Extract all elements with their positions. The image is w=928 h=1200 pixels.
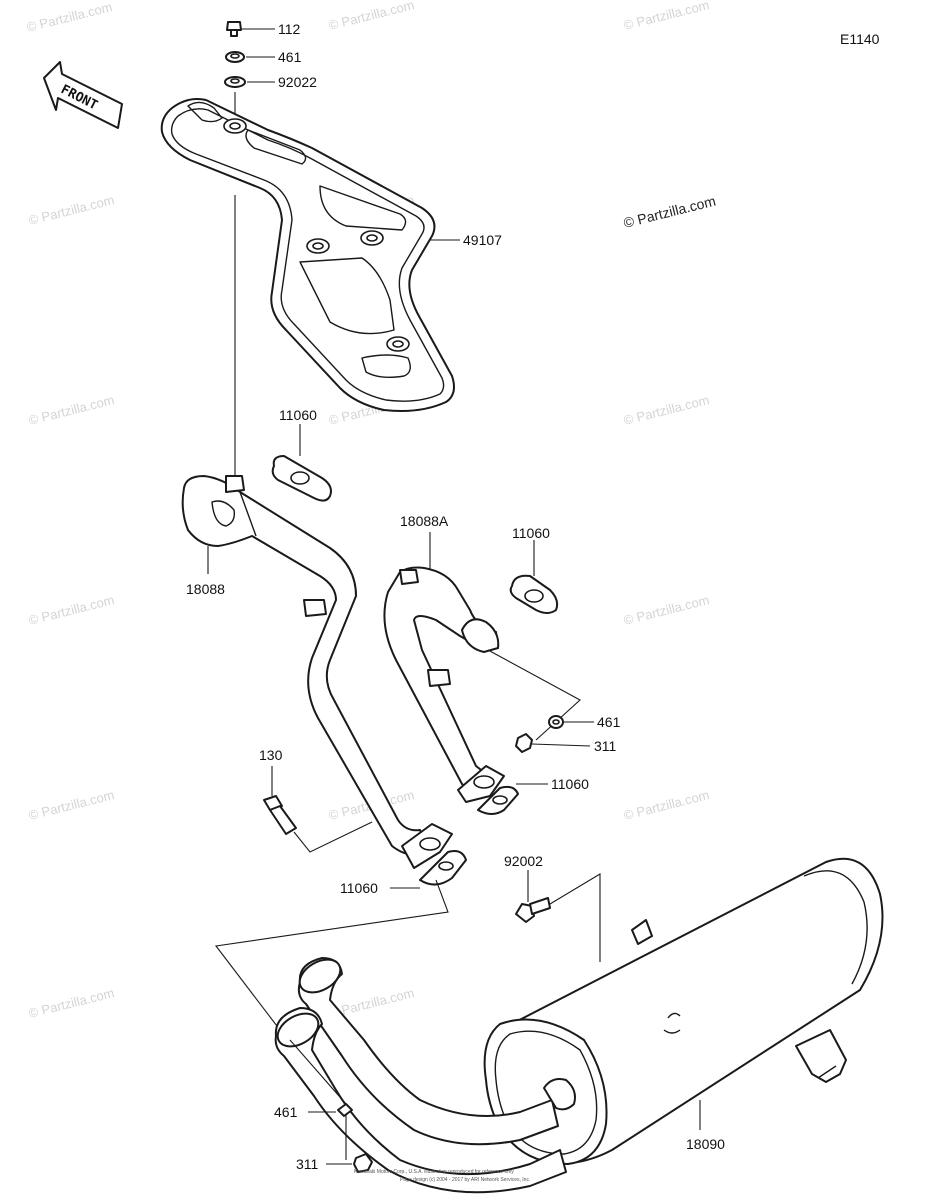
watermark: © Partzilla.com [27, 985, 116, 1021]
watermark: © Partzilla.com [27, 392, 116, 428]
watermark: © Partzilla.com [622, 392, 711, 428]
watermark: © Partzilla.com [622, 787, 711, 823]
gasket-11060-upper-right [509, 574, 559, 614]
watermark: © Partzilla.com [327, 0, 416, 33]
label-311-mid: 311 [594, 738, 617, 754]
exhaust-pipe-18088A [383, 566, 505, 803]
washer-461-top [225, 51, 245, 63]
muffler-inlet-pipes [274, 957, 576, 1194]
label-92002: 92002 [504, 853, 543, 869]
washer-92022 [224, 76, 246, 88]
label-11060-upper-left: 11060 [279, 407, 317, 423]
label-11060-right-lower: 11060 [551, 776, 589, 792]
label-18088: 18088 [186, 581, 225, 597]
diagram-code: E1140 [840, 31, 880, 47]
footer-line-2: Page design (c) 2004 - 2017 by ARI Netwo… [400, 1177, 530, 1183]
washer-461-bottom [337, 1103, 353, 1117]
watermark-prominent: © Partzilla.com [622, 193, 717, 231]
heat-guard-49107 [160, 98, 455, 412]
gasket-11060-right-lower [477, 785, 519, 815]
watermark: © Partzilla.com [27, 192, 116, 228]
bolt-112 [226, 21, 242, 37]
watermark: © Partzilla.com [27, 787, 116, 823]
label-18090: 18090 [686, 1136, 725, 1152]
exhaust-pipe-18088 [181, 475, 453, 869]
gasket-11060-lower [419, 850, 467, 886]
label-130: 130 [259, 747, 283, 763]
label-311-bottom: 311 [296, 1156, 319, 1172]
washer-461-mid [548, 715, 564, 729]
label-11060-upper-right: 11060 [512, 525, 550, 541]
label-461-mid: 461 [597, 714, 621, 730]
watermark: © Partzilla.com [622, 0, 711, 33]
label-18088A: 18088A [400, 513, 449, 529]
nut-311-mid [515, 733, 533, 753]
bolt-92002 [515, 897, 551, 923]
label-461-top: 461 [278, 49, 302, 65]
watermark: © Partzilla.com [27, 592, 116, 628]
watermark: © Partzilla.com [25, 0, 114, 35]
watermark: © Partzilla.com [622, 592, 711, 628]
front-direction-arrow: FRONT [43, 61, 123, 129]
nut-311-bottom [353, 1153, 373, 1173]
label-461-bottom: 461 [274, 1104, 298, 1120]
footer-line-1: Kawasaki Motors Corp., U.S.A. illustrati… [354, 1169, 514, 1175]
bolt-130 [263, 795, 297, 835]
watermark-layer: © Partzilla.com © Partzilla.com © Partzi… [25, 0, 717, 1021]
label-92022: 92022 [278, 74, 317, 90]
label-11060-lower: 11060 [340, 880, 378, 896]
label-49107: 49107 [463, 232, 502, 248]
gasket-11060-upper-left [271, 455, 332, 502]
label-112: 112 [278, 21, 301, 37]
